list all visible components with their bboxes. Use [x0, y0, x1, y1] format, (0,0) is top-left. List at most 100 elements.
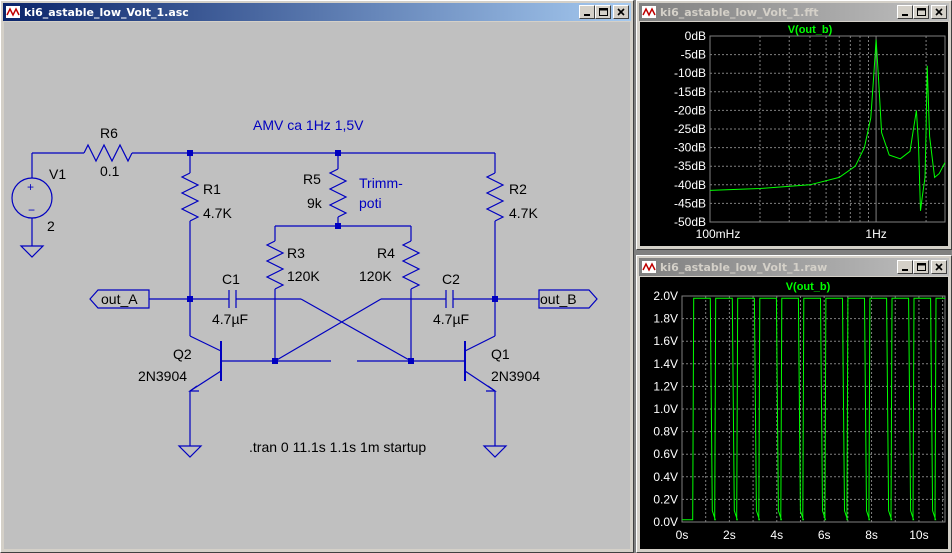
close-button[interactable] [613, 5, 629, 19]
raw-x-tick-label: 10s [909, 528, 928, 542]
raw-y-tick-label: 2.0V [653, 289, 678, 303]
raw-x-tick-label: 2s [723, 528, 736, 542]
r2-value: 4.7K [509, 205, 538, 221]
fft-y-tick-label: -10dB [674, 66, 706, 80]
close-icon [935, 8, 943, 16]
maximize-icon [917, 8, 926, 16]
fft-title: ki6_astable_low_Volt_1.fft [660, 5, 819, 19]
fft-y-tick-label: -15dB [674, 85, 706, 99]
trimm-comment-1[interactable]: Trimm- [359, 175, 403, 191]
raw-titlebar[interactable]: ki6_astable_low_Volt_1.raw [639, 258, 949, 276]
minimize-button[interactable] [579, 5, 595, 19]
out-b-port[interactable] [538, 289, 598, 309]
raw-window[interactable]: ki6_astable_low_Volt_1.raw V(out_b) 2.0V… [636, 255, 952, 553]
trimm-comment-2[interactable]: poti [359, 195, 382, 211]
v1-plus-sign: + [27, 180, 34, 194]
out-b-label: out_B [540, 291, 577, 307]
raw-title: ki6_astable_low_Volt_1.raw [660, 260, 828, 274]
r1-label: R1 [203, 181, 221, 197]
maximize-icon [599, 8, 608, 16]
ground-icon [19, 245, 45, 258]
r5-trimmer[interactable] [328, 168, 348, 218]
ltspice-schematic-icon [6, 6, 20, 18]
raw-y-tick-label: 0.8V [653, 425, 678, 439]
r1-resistor[interactable] [180, 172, 200, 222]
close-button[interactable] [931, 260, 947, 274]
r3-resistor[interactable] [265, 240, 285, 290]
r4-value: 120K [359, 268, 392, 284]
r4-resistor[interactable] [401, 240, 421, 290]
fft-window[interactable]: ki6_astable_low_Volt_1.fft V(out_b) 0dB-… [636, 0, 952, 250]
tran-directive[interactable]: .tran 0 11.1s 1.1s 1m startup [249, 439, 426, 455]
raw-y-tick-label: 0.4V [653, 470, 678, 484]
fft-y-tick-label: -5dB [681, 48, 706, 62]
minimize-icon [902, 269, 908, 271]
close-button[interactable] [931, 5, 947, 19]
fft-titlebar[interactable]: ki6_astable_low_Volt_1.fft [639, 3, 949, 21]
fft-y-tick-label: -40dB [674, 178, 706, 192]
maximize-button[interactable] [595, 5, 611, 19]
raw-x-tick-label: 0s [676, 528, 689, 542]
out-a-label: out_A [101, 291, 138, 307]
raw-y-tick-label: 1.6V [653, 334, 678, 348]
maximize-button[interactable] [913, 5, 929, 19]
schematic-window[interactable]: ki6_astable_low_Volt_1.asc [0, 0, 634, 553]
raw-y-tick-label: 1.8V [653, 312, 678, 326]
raw-x-tick-label: 4s [770, 528, 783, 542]
minimize-icon [902, 14, 908, 16]
out-a-port[interactable] [89, 289, 150, 309]
q2-label: Q2 [173, 346, 192, 362]
schematic-title: ki6_astable_low_Volt_1.asc [24, 5, 189, 19]
raw-trace-line [682, 297, 945, 521]
maximize-icon [917, 263, 926, 271]
r2-resistor[interactable] [485, 172, 505, 222]
fft-x-tick-label: 1Hz [865, 227, 886, 241]
r6-label: R6 [100, 125, 118, 141]
waveform-icon [642, 261, 656, 273]
r3-label: R3 [287, 245, 305, 261]
c2-label: C2 [442, 271, 460, 287]
fft-trace-label[interactable]: V(out_b) [788, 24, 833, 36]
fft-trace-line [709, 39, 946, 211]
r3-value: 120K [287, 268, 320, 284]
raw-x-tick-label: 8s [865, 528, 878, 542]
raw-y-tick-label: 0.6V [653, 447, 678, 461]
raw-y-tick-label: 1.0V [653, 402, 678, 416]
fft-y-tick-label: -35dB [674, 159, 706, 173]
waveform-icon [642, 6, 656, 18]
v1-label: V1 [49, 166, 66, 182]
raw-plot[interactable]: V(out_b) 2.0V1.8V1.6V1.4V1.2V1.0V0.8V0.6… [640, 277, 948, 549]
fft-plot-pane[interactable]: V(out_b) 0dB-5dB-10dB-15dB-20dB-25dB-30d… [640, 22, 948, 246]
fft-x-tick-label: 100mHz [696, 227, 741, 241]
ground-icon [177, 445, 203, 458]
fft-plot[interactable]: V(out_b) 0dB-5dB-10dB-15dB-20dB-25dB-30d… [640, 22, 948, 246]
v1-value: 2 [47, 218, 55, 234]
close-icon [617, 8, 625, 16]
raw-x-tick-label: 6s [818, 528, 831, 542]
c2-value: 4.7µF [433, 311, 469, 327]
minimize-button[interactable] [897, 5, 913, 19]
raw-trace-label[interactable]: V(out_b) [786, 281, 831, 293]
r2-label: R2 [509, 181, 527, 197]
v1-minus-sign: − [28, 203, 35, 217]
maximize-button[interactable] [913, 260, 929, 274]
r1-value: 4.7K [203, 205, 232, 221]
close-icon [935, 263, 943, 271]
c1-label: C1 [222, 271, 240, 287]
ground-icon [482, 445, 508, 458]
r6-resistor[interactable] [83, 143, 133, 163]
fft-y-tick-label: -25dB [674, 122, 706, 136]
schematic-titlebar[interactable]: ki6_astable_low_Volt_1.asc [3, 3, 631, 21]
q1-label: Q1 [491, 346, 510, 362]
schematic-canvas[interactable]: R6 0.1 V1 2 R1 4.7K R5 9k R2 4.7K R3 120… [4, 22, 630, 549]
minimize-icon [584, 14, 590, 16]
minimize-button[interactable] [897, 260, 913, 274]
amv-comment[interactable]: AMV ca 1Hz 1,5V [253, 117, 364, 133]
schematic-drawing[interactable]: R6 0.1 V1 2 R1 4.7K R5 9k R2 4.7K R3 120… [4, 22, 630, 549]
raw-y-tick-label: 0.2V [653, 492, 678, 506]
r5-value: 9k [307, 195, 323, 211]
r5-label: R5 [303, 171, 321, 187]
raw-plot-frame [681, 295, 946, 523]
raw-y-tick-label: 1.4V [653, 357, 678, 371]
